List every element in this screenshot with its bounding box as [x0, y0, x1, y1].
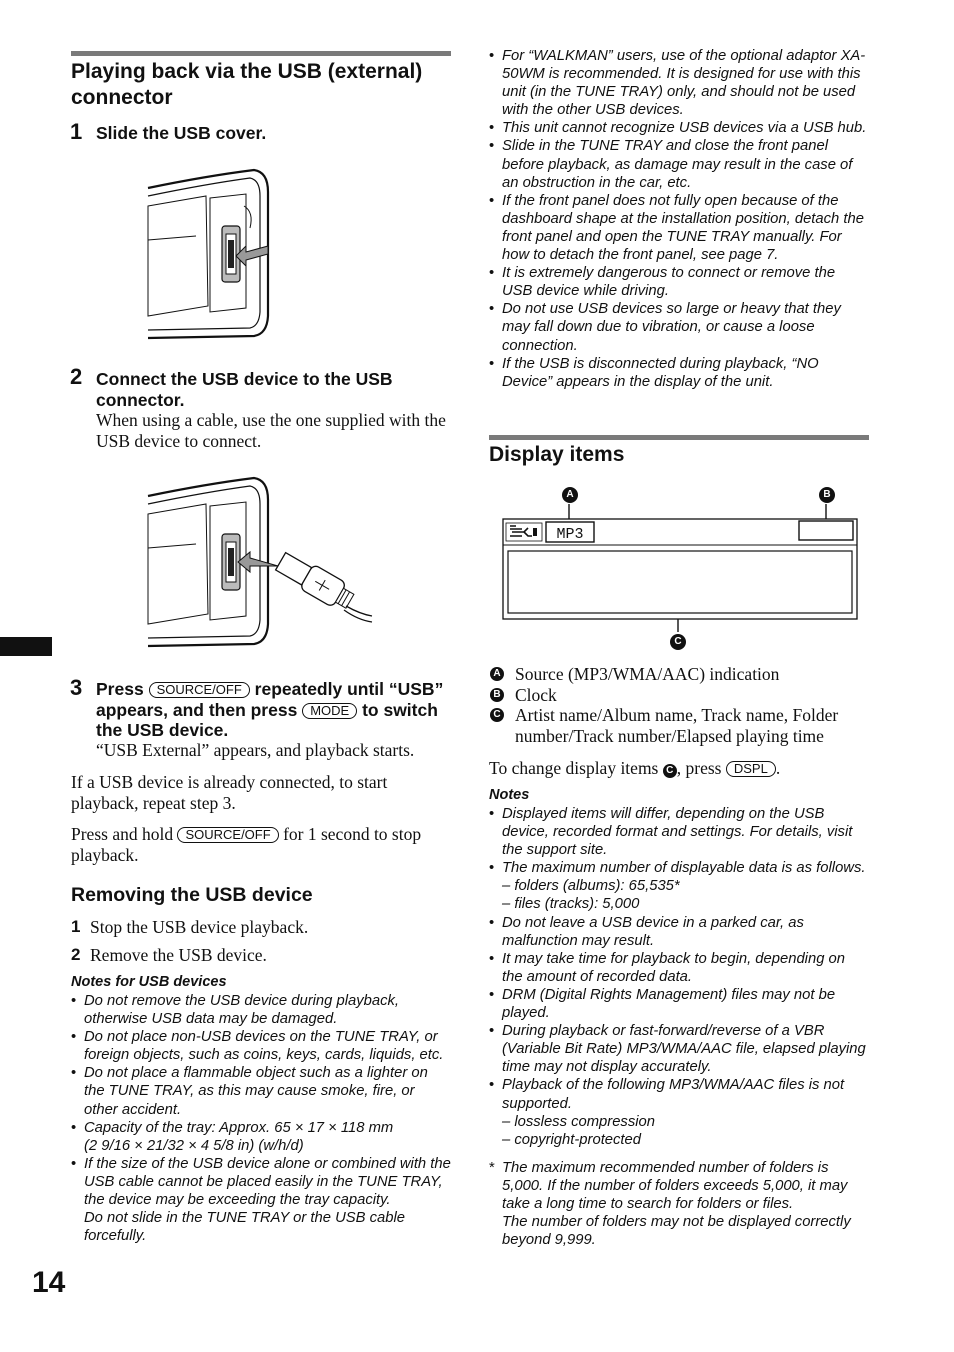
legend-mark-a: A [490, 667, 504, 681]
paragraph-already-connected: If a USB device is already connected, to… [71, 772, 388, 813]
removing-step-1-number: 1 [71, 917, 81, 936]
dspl-key: DSPL [725, 761, 776, 777]
capacity-line-a: Capacity of the tray: Approx. 65 × 17 × … [84, 1119, 394, 1136]
display-mp3-text: MP3 [556, 526, 583, 543]
step-1-title: Slide the USB cover. [96, 123, 267, 143]
note-folders-text: – folders (albums): 65,535* [502, 878, 680, 895]
section-heading-usb-playback: Playing back via the USB (external) conn… [71, 60, 423, 109]
note-item: DRM (Digital Rights Management) files ma… [489, 986, 869, 1022]
note-item: It is extremely dangerous to connect or … [489, 264, 869, 300]
note-item: Do not leave a USB device in a parked ca… [489, 914, 869, 950]
footnote-item: The maximum recommended number of folder… [489, 1159, 869, 1249]
note-item: It may take time for playback to begin, … [489, 950, 869, 986]
callout-a: A [562, 487, 578, 503]
callout-c: C [670, 634, 686, 650]
note-item: Do not remove the USB device during play… [71, 992, 451, 1028]
footnote-text-2: The number of folders may not be display… [502, 1214, 851, 1249]
paragraph-stop-playback: Press and hold SOURCE/OFF for 1 second t… [71, 824, 451, 865]
change-text-b: , press [676, 758, 722, 778]
subheading-removing-usb: Removing the USB device [71, 884, 313, 906]
section-heading-display-items: Display items [489, 443, 625, 466]
note-item: Do not place non-USB devices on the TUNE… [71, 1028, 451, 1064]
note-item-max-data: The maximum number of displayable data i… [489, 859, 869, 913]
note-max-data-text: The maximum number of displayable data i… [502, 860, 866, 877]
capacity-line-b: (2 9/16 × 21/32 × 4 5/8 in) (w/h/d) [84, 1137, 304, 1154]
legend-text-a: Source (MP3/WMA/AAC) indication [515, 664, 780, 684]
illustration-connect-usb-cable [147, 476, 373, 648]
note-item: If the USB is disconnected during playba… [489, 355, 869, 391]
note-item: Displayed items will differ, depending o… [489, 805, 869, 859]
note-item: During playback or fast-forward/reverse … [489, 1022, 869, 1076]
note-lossless-text: – lossless compression [502, 1113, 655, 1130]
notes-walkman-list: For “WALKMAN” users, use of the optional… [489, 47, 869, 391]
footnote-text: The maximum recommended number of folder… [502, 1159, 848, 1212]
legend-text-c: Artist name/Album name, Track name, Fold… [515, 705, 839, 746]
note-item: Do not use USB devices so large or heavy… [489, 300, 869, 354]
notes-display-heading: Notes [489, 787, 530, 803]
note-item-size: If the size of the USB device alone or c… [71, 1155, 451, 1245]
clock-area [798, 520, 854, 541]
note-protected-text: – copyright-protected [502, 1131, 642, 1148]
legend-mark-c: C [490, 708, 504, 722]
illustration-slide-usb-cover [147, 168, 270, 340]
callout-b: B [819, 487, 835, 503]
change-display-instruction: To change display items C, press DSPL. [489, 758, 869, 779]
para2-text-b: for 1 second to stop playback. [71, 824, 422, 865]
note-item: This unit cannot recognize USB devices v… [489, 119, 869, 137]
source-off-key: SOURCE/OFF [148, 682, 250, 698]
note-size-text: If the size of the USB device alone or c… [84, 1155, 451, 1209]
note-unsupported-text: Playback of the following MP3/WMA/AAC fi… [502, 1077, 845, 1112]
step-3-mid-text: repeatedly until “USB” appears, and then… [96, 679, 444, 720]
step-2-body: When using a cable, use the one supplied… [96, 410, 446, 451]
note-item: For “WALKMAN” users, use of the optional… [489, 47, 869, 119]
removing-step-1-text: Stop the USB device playback. [90, 917, 309, 937]
chapter-tab-marker [0, 637, 52, 656]
notes-display-list: Displayed items will differ, depending o… [489, 805, 869, 1249]
step-3-body: “USB External” appears, and playback sta… [96, 740, 415, 760]
step-2-title: Connect the USB device to the USB connec… [96, 369, 393, 410]
note-forcefully-text: Do not slide in the TUNE TRAY or the USB… [84, 1210, 406, 1245]
change-text-c: . [775, 758, 781, 778]
step-3-end-text: to switch the USB device. [96, 699, 438, 741]
change-text-a: To change display items [489, 758, 659, 778]
step-1-number: 1 [70, 119, 83, 144]
note-item: Do not place a flammable object such as … [71, 1064, 451, 1118]
usb-source-icon [505, 522, 543, 542]
note-files-text: – files (tracks): 5,000 [502, 896, 640, 913]
display-diagram: MP3 [502, 504, 858, 632]
note-item: If the front panel does not fully open b… [489, 192, 869, 264]
removing-step-2-number: 2 [71, 945, 81, 964]
note-item-capacity: Capacity of the tray: Approx. 65 × 17 × … [71, 1119, 451, 1155]
change-mark-c: C [662, 764, 677, 778]
legend-text-b: Clock [515, 685, 557, 705]
source-off-key-2: SOURCE/OFF [177, 827, 279, 843]
step-3-number: 3 [70, 675, 83, 700]
note-item-unsupported: Playback of the following MP3/WMA/AAC fi… [489, 1076, 869, 1148]
step-3-press-text: Press [96, 679, 144, 699]
notes-usb-devices-list: Do not remove the USB device during play… [71, 992, 451, 1245]
removing-step-2-text: Remove the USB device. [90, 945, 267, 965]
step-2-number: 2 [70, 364, 83, 389]
legend-mark-b: B [490, 688, 504, 702]
section-rule-right [489, 435, 869, 440]
page-number: 14 [32, 1266, 66, 1299]
step-3-title: Press SOURCE/OFF repeatedly until “USB” … [96, 679, 454, 741]
para2-text-a: Press and hold [71, 824, 174, 844]
note-item: Slide in the TUNE TRAY and close the fro… [489, 137, 869, 191]
notes-usb-devices-heading: Notes for USB devices [71, 974, 227, 990]
mode-key: MODE [302, 702, 358, 719]
section-rule-left [71, 51, 451, 56]
